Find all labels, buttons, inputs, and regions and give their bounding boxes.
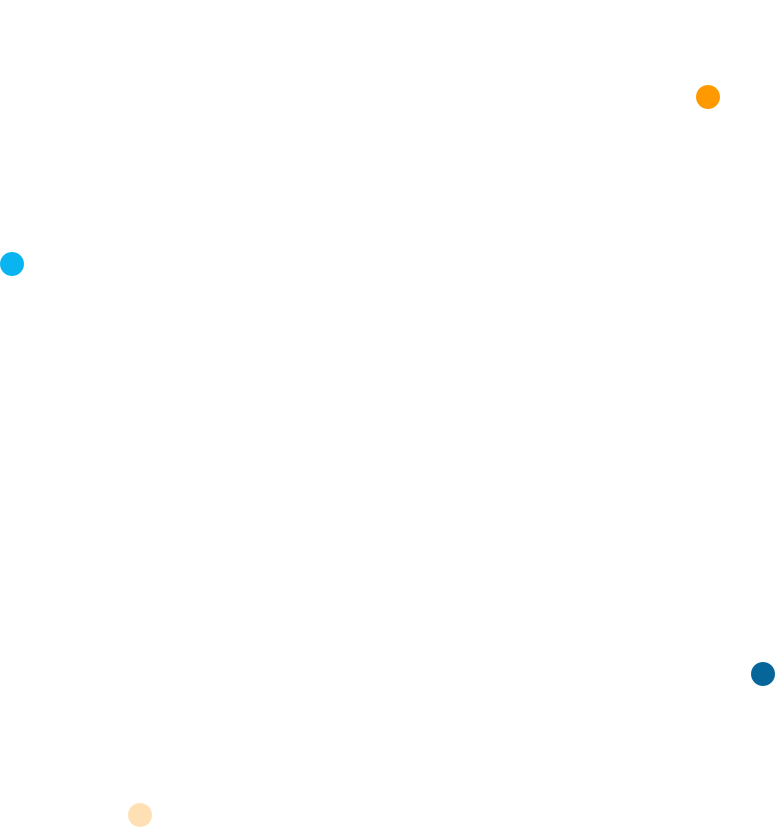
orange-dot: [696, 85, 720, 109]
sky-blue-dot: [0, 252, 24, 276]
peach-dot: [128, 803, 152, 827]
navy-blue-dot: [751, 662, 775, 686]
